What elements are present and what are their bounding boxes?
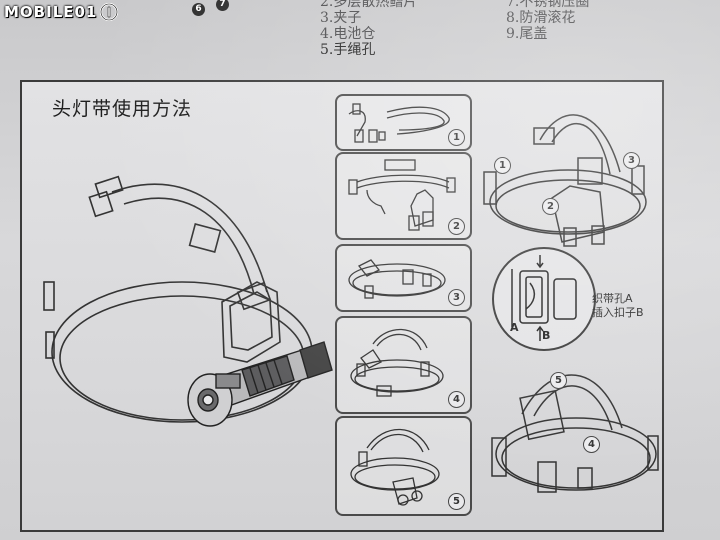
assembly-label: 4 — [583, 436, 600, 453]
step-2-illustration — [348, 159, 456, 231]
bullet-7: 7 — [216, 0, 229, 11]
assembly-label: 5 — [550, 372, 567, 389]
step-3-illustration — [348, 259, 446, 299]
parts-item: 8.防滑滚花 — [506, 10, 576, 26]
assembled-headband-bottom — [491, 374, 659, 493]
step-number: 3 — [448, 289, 465, 306]
parts-list-right: 7.不锈钢压圈 8.防滑滚花 9.尾盖 — [506, 0, 589, 42]
step-number: 2 — [448, 218, 465, 235]
step-number: 1 — [448, 129, 465, 146]
parts-item: 9.尾盖 — [506, 26, 548, 42]
buckle-instruction-line1: 织带孔A — [592, 292, 633, 305]
watermark: MOBILE01 — [4, 2, 119, 22]
assembly-label: 3 — [623, 152, 640, 169]
buckle-instruction: 织带孔A 插入扣子B — [592, 292, 644, 320]
step-box-2: 2 — [335, 152, 472, 240]
detail-letter-b: B — [542, 329, 551, 342]
step-number: 4 — [448, 391, 465, 408]
step-1-illustration — [348, 103, 450, 143]
parts-item: 4.电池仓 — [320, 26, 376, 42]
buckle-detail-circle: A B — [492, 247, 596, 351]
buckle-instruction-line2: 插入扣子B — [592, 306, 644, 319]
parts-item: 5.手绳孔 — [320, 42, 376, 58]
parts-item: 3.夹子 — [320, 10, 362, 26]
watermark-logo-icon — [100, 2, 119, 22]
parts-item: 7.不锈钢压圈 — [506, 0, 590, 10]
assembly-label: 1 — [494, 157, 511, 174]
step-box-3: 3 — [335, 244, 472, 312]
bullet-6: 6 — [192, 3, 205, 16]
parts-item: 2.多层散热鳍片 — [320, 0, 418, 10]
detail-letter-a: A — [510, 321, 519, 334]
step-box-4: 4 — [335, 316, 472, 414]
step-5-illustration — [350, 428, 440, 506]
assembly-label: 2 — [542, 198, 559, 215]
panel-title: 头灯带使用方法 — [52, 98, 193, 120]
step-4-illustration — [350, 328, 444, 397]
instruction-panel: 头灯带使用方法 — [20, 80, 664, 532]
step-box-5: 5 — [335, 416, 472, 516]
buckle-detail-illustration — [511, 255, 577, 341]
headlamp-illustration — [43, 175, 333, 427]
parts-list-left: 2.多层散热鳍片 3.夹子 4.电池仓 5.手绳孔 — [320, 0, 417, 58]
watermark-text: MOBILE01 — [4, 3, 98, 21]
assembled-headband-top — [483, 114, 647, 247]
step-box-1: 1 — [335, 94, 472, 151]
step-number: 5 — [448, 493, 465, 510]
